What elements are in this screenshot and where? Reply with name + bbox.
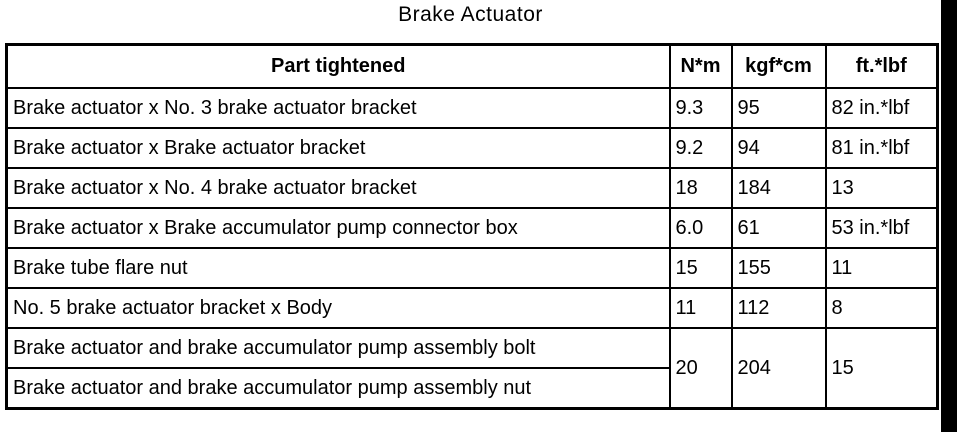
- page-title: Brake Actuator: [398, 3, 543, 26]
- nm-cell: 18: [668, 167, 733, 209]
- nm-cell: 9.3: [668, 87, 733, 129]
- part-cell: Brake tube flare nut: [5, 247, 671, 289]
- nm-cell: 11: [668, 287, 733, 329]
- ftlbf-cell: 53 in.*lbf: [824, 207, 939, 249]
- part-cell: Brake actuator x No. 3 brake actuator br…: [5, 87, 671, 129]
- kgfcm-cell: 61: [730, 207, 827, 249]
- table-row: Brake tube flare nut 15 155 11: [5, 247, 939, 289]
- table-row: Brake actuator x No. 3 brake actuator br…: [5, 87, 939, 129]
- part-cell: Brake actuator and brake accumulator pum…: [5, 327, 671, 369]
- column-header-part-tightened: Part tightened: [5, 43, 671, 89]
- part-cell: Brake actuator and brake accumulator pum…: [5, 367, 671, 410]
- ftlbf-cell: 81 in.*lbf: [824, 127, 939, 169]
- kgfcm-cell: 112: [730, 287, 827, 329]
- kgfcm-cell: 184: [730, 167, 827, 209]
- kgfcm-cell: 155: [730, 247, 827, 289]
- torque-spec-table: Part tightened N*m kgf*cm ft.*lbf Brake …: [5, 43, 939, 410]
- kgfcm-cell-merged: 204: [730, 327, 827, 410]
- table-row: Brake actuator x Brake actuator bracket …: [5, 127, 939, 169]
- column-header-kgfcm: kgf*cm: [730, 43, 827, 89]
- ftlbf-cell: 11: [824, 247, 939, 289]
- table-header-row: Part tightened N*m kgf*cm ft.*lbf: [5, 43, 939, 89]
- column-header-nm: N*m: [668, 43, 733, 89]
- ftlbf-cell: 13: [824, 167, 939, 209]
- ftlbf-cell: 8: [824, 287, 939, 329]
- nm-cell: 6.0: [668, 207, 733, 249]
- nm-cell: 9.2: [668, 127, 733, 169]
- part-cell: Brake actuator x Brake actuator bracket: [5, 127, 671, 169]
- right-black-bar: [941, 0, 957, 432]
- part-cell: Brake actuator x Brake accumulator pump …: [5, 207, 671, 249]
- nm-cell-merged: 20: [668, 327, 733, 410]
- table-row: Brake actuator x No. 4 brake actuator br…: [5, 167, 939, 209]
- ftlbf-cell-merged: 15: [824, 327, 939, 410]
- table-row: Brake actuator x Brake accumulator pump …: [5, 207, 939, 249]
- part-cell: Brake actuator x No. 4 brake actuator br…: [5, 167, 671, 209]
- table-row: Brake actuator and brake accumulator pum…: [5, 367, 938, 410]
- kgfcm-cell: 95: [730, 87, 827, 129]
- part-cell: No. 5 brake actuator bracket x Body: [5, 287, 671, 329]
- ftlbf-cell: 82 in.*lbf: [824, 87, 939, 129]
- table-row: Brake actuator and brake accumulator pum…: [5, 327, 939, 410]
- column-header-ftlbf: ft.*lbf: [824, 43, 939, 89]
- table-row: No. 5 brake actuator bracket x Body 11 1…: [5, 287, 939, 329]
- kgfcm-cell: 94: [730, 127, 827, 169]
- nm-cell: 15: [668, 247, 733, 289]
